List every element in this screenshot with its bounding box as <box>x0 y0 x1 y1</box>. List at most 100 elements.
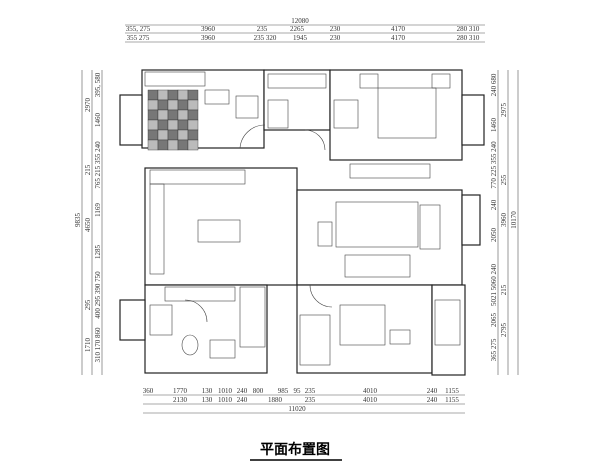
nightstand <box>359 73 379 89</box>
armchair <box>317 221 333 247</box>
floor-tile <box>177 89 189 101</box>
floor-tile <box>147 99 159 111</box>
dimension-label: 3960 <box>500 213 508 228</box>
tv-cabinet <box>349 163 431 179</box>
desk <box>389 329 411 345</box>
furniture <box>144 71 461 366</box>
floor-tile <box>157 89 169 101</box>
dimension-label: 1010 <box>218 396 233 404</box>
floor-tile <box>147 129 159 141</box>
dimension-label: 1285 <box>94 245 102 260</box>
cabinet <box>239 286 266 348</box>
floor-tile <box>147 139 159 151</box>
dimension-label: 1710 <box>84 338 92 353</box>
floor-tile <box>157 139 169 151</box>
dimension-label: 2265 <box>290 25 305 33</box>
dimension-label: 235 320 <box>254 34 277 42</box>
dimension-label: 1169 <box>94 203 102 217</box>
rug <box>335 201 419 248</box>
top-total: 12080 <box>291 17 309 25</box>
floor-tile <box>167 109 179 121</box>
dimension-label: 765 215 355 240 <box>94 141 102 189</box>
dimension-label: 240 <box>490 199 498 210</box>
dimension-label: 240 680 <box>490 73 498 96</box>
dimension-label: 235 <box>305 396 316 404</box>
dimension-label: 235 <box>257 25 268 33</box>
dimension-label: 215 <box>84 164 92 175</box>
sofa <box>419 204 441 250</box>
dimension-label: 310 170 860 <box>94 327 102 363</box>
sofa <box>344 254 411 278</box>
floor-tile <box>187 139 199 151</box>
dimension-label: 360 <box>143 387 154 395</box>
toilet <box>181 334 199 356</box>
dimension-label: 95 <box>294 387 302 395</box>
wardrobe <box>299 314 331 366</box>
dimension-label: 395, 580 <box>94 72 102 97</box>
dimension-label: 4010 <box>363 387 378 395</box>
dimension-label: 400 295 390 750 <box>94 271 102 319</box>
dining-table <box>197 219 241 243</box>
floor-tile <box>187 109 199 121</box>
dimension-label: 240 <box>237 387 248 395</box>
dimension-label: 2065 <box>490 313 498 328</box>
floor-tile <box>187 99 199 111</box>
sink <box>209 339 236 359</box>
shelf <box>434 299 461 346</box>
dimension-label: 1155 <box>445 387 459 395</box>
wardrobe <box>267 99 289 129</box>
doors <box>184 124 333 323</box>
dimension-label: 240 <box>427 387 438 395</box>
floor-tile <box>157 119 169 131</box>
dimension-label: 3960 <box>201 25 216 33</box>
dimension-label: 240 <box>427 396 438 404</box>
dimension-label: 4170 <box>391 25 406 33</box>
dimension-label: 1155 <box>445 396 459 404</box>
dimension-label: 230 <box>330 25 341 33</box>
dimension-label: 1880 <box>268 396 283 404</box>
dimension-label: 4170 <box>391 34 406 42</box>
floor-tile <box>167 129 179 141</box>
dimension-label: 2050 <box>490 228 498 243</box>
dimension-label: 280 310 <box>457 34 480 42</box>
dimension-label: 355 275 <box>127 34 150 42</box>
dimension-label: 1010 <box>218 387 233 395</box>
dimension-label: 280 310 <box>457 25 480 33</box>
dimension-label: 2975 <box>500 103 508 118</box>
wardrobe <box>333 99 359 129</box>
dimension-label: 4010 <box>363 396 378 404</box>
floor-tile <box>187 89 199 101</box>
dimension-label: 1770 <box>173 387 188 395</box>
walls <box>119 69 485 376</box>
floor-tile <box>157 109 169 121</box>
bed <box>339 304 386 346</box>
wardrobe <box>267 73 327 89</box>
dimension-label: 2795 <box>500 323 508 338</box>
floor-tile <box>157 129 169 141</box>
dimension-label: 2130 <box>173 396 188 404</box>
dimension-label: 1945 <box>293 34 308 42</box>
dimension-label: 235 <box>305 387 316 395</box>
dimension-label: 130 <box>202 387 213 395</box>
dimension-label: 365 275 <box>490 338 498 361</box>
dimension-label: 1460 <box>94 113 102 128</box>
cabinet <box>164 286 236 302</box>
floor-tile <box>167 99 179 111</box>
cabinet <box>144 71 206 87</box>
floor-tile <box>157 99 169 111</box>
desk <box>204 89 230 105</box>
floor-tile <box>147 89 159 101</box>
drawing-title: 平面布置图 <box>260 441 330 458</box>
dimension-label: 230 <box>330 34 341 42</box>
dimension-label: 985 <box>278 387 289 395</box>
dimension-label: 2970 <box>84 98 92 113</box>
dimension-label: 295 <box>84 299 92 310</box>
bed <box>377 87 437 139</box>
floor-tile <box>167 139 179 151</box>
kitchen-tile-area <box>147 89 199 151</box>
dimension-label: 240 <box>237 396 248 404</box>
dimension-label: 5021 5060 240 <box>490 264 498 307</box>
dimension-label: 255 <box>500 174 508 185</box>
